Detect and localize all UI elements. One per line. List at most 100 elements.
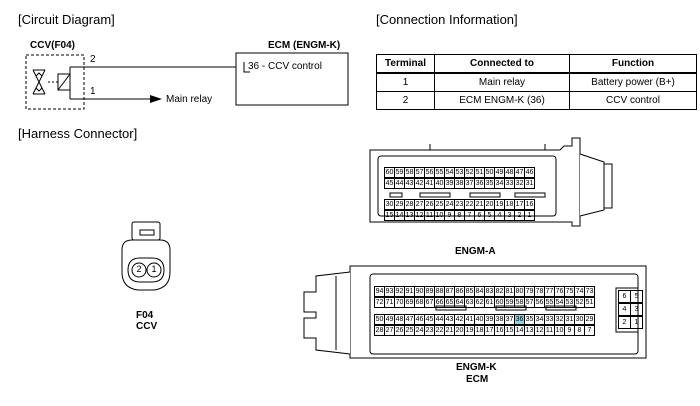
pin-cell: 36: [515, 315, 525, 324]
pin-cell: 67: [425, 298, 435, 307]
pin-cell: 71: [385, 298, 395, 307]
pin-cell: 72: [375, 298, 385, 307]
pin-cell: 23: [455, 200, 465, 209]
pin-cell: 21: [445, 326, 455, 335]
pin-cell: 16: [495, 326, 505, 335]
pin-cell: 60: [495, 298, 505, 307]
pin-cell: 90: [415, 287, 425, 296]
pin-cell: 17: [515, 200, 525, 209]
pin-cell: 40: [435, 179, 445, 188]
pin-cell: 12: [415, 211, 425, 220]
pin-cell: 86: [455, 287, 465, 296]
ecm-box: [235, 52, 349, 106]
pin-cell: 57: [415, 168, 425, 177]
pin-cell: 78: [535, 287, 545, 296]
pin-cell: 75: [565, 287, 575, 296]
pin-cell: 45: [425, 315, 435, 324]
pin-cell: 77: [545, 287, 555, 296]
pin-cell: 18: [475, 326, 485, 335]
pin-cell: 5: [485, 211, 495, 220]
table-cell: Main relay: [434, 72, 570, 92]
pin-cell: 25: [405, 326, 415, 335]
table-cell: ECM ENGM-K (36): [434, 91, 570, 110]
pin-cell: 3: [630, 303, 643, 316]
pin-cell: 36: [475, 179, 485, 188]
pin-cell: 31: [525, 180, 534, 187]
pin-cell: 28: [405, 200, 415, 209]
table-header: Function: [569, 54, 697, 74]
pin-cell: 85: [465, 287, 475, 296]
pin-cell: 69: [405, 298, 415, 307]
pin-cell: 9: [565, 326, 575, 335]
pin-cell: 4: [495, 211, 505, 220]
pin-cell: 25: [435, 200, 445, 209]
pin-cell: 57: [525, 298, 535, 307]
table-cell: CCV control: [569, 91, 697, 110]
pin-cell: 56: [535, 298, 545, 307]
f04-connector: [121, 221, 171, 291]
pin-cell: 43: [445, 315, 455, 324]
pin-cell: 8: [455, 211, 465, 220]
pin-cell: 39: [445, 179, 455, 188]
pin-cell: 6: [475, 211, 485, 220]
table-cell: Battery power (B+): [569, 72, 697, 92]
pin-cell: 3: [505, 211, 515, 220]
pin-cell: 16: [525, 201, 534, 208]
pin-cell: 46: [415, 315, 425, 324]
pin-cell: 52: [575, 298, 585, 307]
pin-cell: 55: [435, 168, 445, 177]
ccv-label: CCV(F04): [30, 40, 76, 51]
section-circuit-diagram: [Circuit Diagram]: [18, 12, 115, 27]
pin-cell: 33: [545, 315, 555, 324]
pin-cell: 43: [405, 179, 415, 188]
pin-cell: 51: [585, 299, 594, 306]
pin-cell: 63: [465, 298, 475, 307]
pin-cell: 27: [415, 200, 425, 209]
pin-cell: 91: [405, 287, 415, 296]
pin1-label: 1: [90, 86, 96, 97]
circuit-diagram: [25, 52, 349, 110]
pin-cell: 42: [455, 315, 465, 324]
pin-cell: 81: [505, 287, 515, 296]
pin-cell: 38: [495, 315, 505, 324]
pin-cell: 24: [445, 200, 455, 209]
pin-cell: 74: [575, 287, 585, 296]
pin-cell: 7: [587, 327, 592, 334]
pin-cell: 20: [455, 326, 465, 335]
pin-cell: 48: [505, 168, 515, 177]
pin-cell: 59: [505, 298, 515, 307]
pin-cell: 37: [505, 315, 515, 324]
pin-cell: 48: [395, 315, 405, 324]
table-header: Terminal: [376, 54, 435, 74]
pin-cell: 2: [515, 211, 525, 220]
pin-cell: 73: [585, 288, 594, 295]
engm-k-name: ENGM-K: [456, 362, 497, 373]
pin-cell: 56: [425, 168, 435, 177]
pin2-label: 2: [90, 54, 96, 65]
arrow-main-relay: [150, 95, 162, 103]
pin-cell: 88: [435, 287, 445, 296]
pin-cell: 47: [515, 168, 525, 177]
pin-cell: 92: [395, 287, 405, 296]
pin-cell: 17: [485, 326, 495, 335]
main-relay-label: Main relay: [166, 94, 213, 105]
pin-cell: 65: [445, 298, 455, 307]
pin-cell: 10: [435, 211, 445, 220]
pin-cell: 58: [405, 168, 415, 177]
pin-cell: 83: [485, 287, 495, 296]
pin-cell: 35: [485, 179, 495, 188]
section-harness-connector: [Harness Connector]: [18, 126, 138, 141]
pin-cell: 59: [395, 168, 405, 177]
pin-cell: 41: [465, 315, 475, 324]
pin-cell: 49: [495, 168, 505, 177]
pin-cell: 26: [425, 200, 435, 209]
pin-cell: 55: [545, 298, 555, 307]
pin-cell: 64: [455, 298, 465, 307]
pin-cell: 10: [555, 326, 565, 335]
table-header: Connected to: [434, 54, 570, 74]
ecm-pin-label: 36 - CCV control: [248, 61, 322, 72]
